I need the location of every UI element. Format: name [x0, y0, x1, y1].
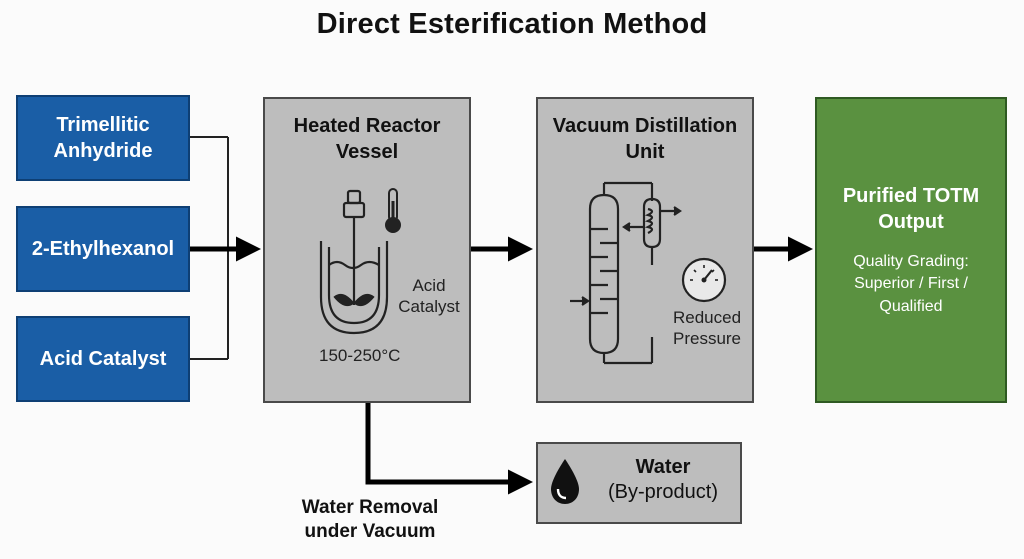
thermometer-icon: [385, 188, 401, 233]
output-title-line1: Purified TOTM: [842, 185, 980, 207]
input-acid-catalyst: Acid Catalyst: [16, 316, 190, 402]
grading-line2: Superior / First /: [854, 275, 968, 293]
diagram-title: Direct Esterification Method: [316, 8, 708, 40]
reactor-vessel-icon: [319, 189, 389, 335]
quality-grading: Quality Grading: Superior / First / Qualif…: [817, 251, 1005, 318]
water-removal-line2: under Vacuum: [304, 520, 436, 542]
grading-line3: Qualified: [879, 297, 943, 315]
water-byproduct-box: Water (By-product): [536, 442, 742, 524]
water-title: Water: [635, 456, 691, 478]
distillation-title-line1: Vacuum Distillation: [552, 115, 738, 137]
input-2-ethylhexanol: 2-Ethylhexanol: [16, 206, 190, 292]
purified-totm-output: Purified TOTM Output Quality Grading: Supe…: [815, 97, 1007, 403]
water-text: Water (By-product): [588, 456, 738, 504]
arrow-water-removal: [365, 403, 533, 495]
reactor-catalyst-line1: Acid: [412, 276, 446, 295]
pressure-gauge-icon: [681, 257, 727, 303]
water-removal-line1: Water Removal: [301, 497, 439, 518]
output-title-line2: Output: [878, 211, 944, 233]
reduced-pressure-line2: Pressure: [672, 329, 742, 349]
output-title: Purified TOTM Output: [817, 183, 1005, 235]
trimellitic-label-line2: Anhydride: [53, 140, 153, 162]
ethylhexanol-label: 2-Ethylhexanol: [31, 238, 175, 260]
water-subtitle: (By-product): [607, 481, 719, 503]
reactor-catalyst-line2: Catalyst: [398, 297, 460, 317]
catalyst-label: Acid Catalyst: [39, 348, 167, 370]
trimellitic-label-line1: Trimellitic: [56, 114, 150, 136]
distillation-title-line2: Unit: [625, 141, 665, 163]
water-drop-icon: [551, 459, 579, 504]
grading-line1: Quality Grading:: [853, 253, 969, 270]
reactor-title-line1: Heated Reactor: [293, 115, 441, 137]
reduced-pressure-line1: Reduced: [672, 308, 742, 327]
distillation-column-icon: [570, 181, 682, 365]
reactor-temperature: 150-250°C: [319, 346, 401, 365]
reactor-title-line2: Vessel: [335, 141, 399, 163]
